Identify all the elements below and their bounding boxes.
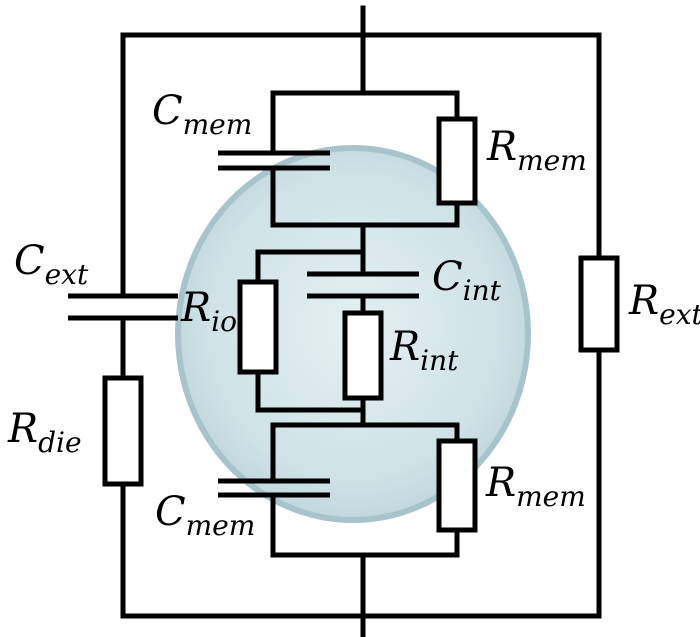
label-c-ext: Cext [14,238,89,291]
resistor-r-mem-top [436,116,478,206]
label-r-int: Rint [389,324,459,377]
resistor-r-int [342,310,384,401]
capacitor-c-mem-top [218,150,330,171]
capacitor-c-mem-bottom [218,478,330,498]
capacitor-c-int [307,271,419,299]
label-c-mem-bottom: Cmem [155,489,255,542]
capacitor-c-ext [68,293,178,321]
wires [120,5,602,637]
resistors [102,116,620,533]
resistor-r-die [102,375,144,487]
resistor-r-mem-bottom [436,438,478,533]
label-r-mem-top: Rmem [486,124,587,177]
label-r-ext: Rext [628,278,700,331]
label-c-mem-top: Cmem [152,88,252,141]
label-r-io: Rio [180,285,237,338]
resistor-r-io [237,279,279,375]
resistor-r-ext [578,255,620,353]
label-c-int: Cint [432,254,502,307]
label-r-die: Rdie [7,406,82,459]
label-r-mem-bottom: Rmem [485,460,586,513]
